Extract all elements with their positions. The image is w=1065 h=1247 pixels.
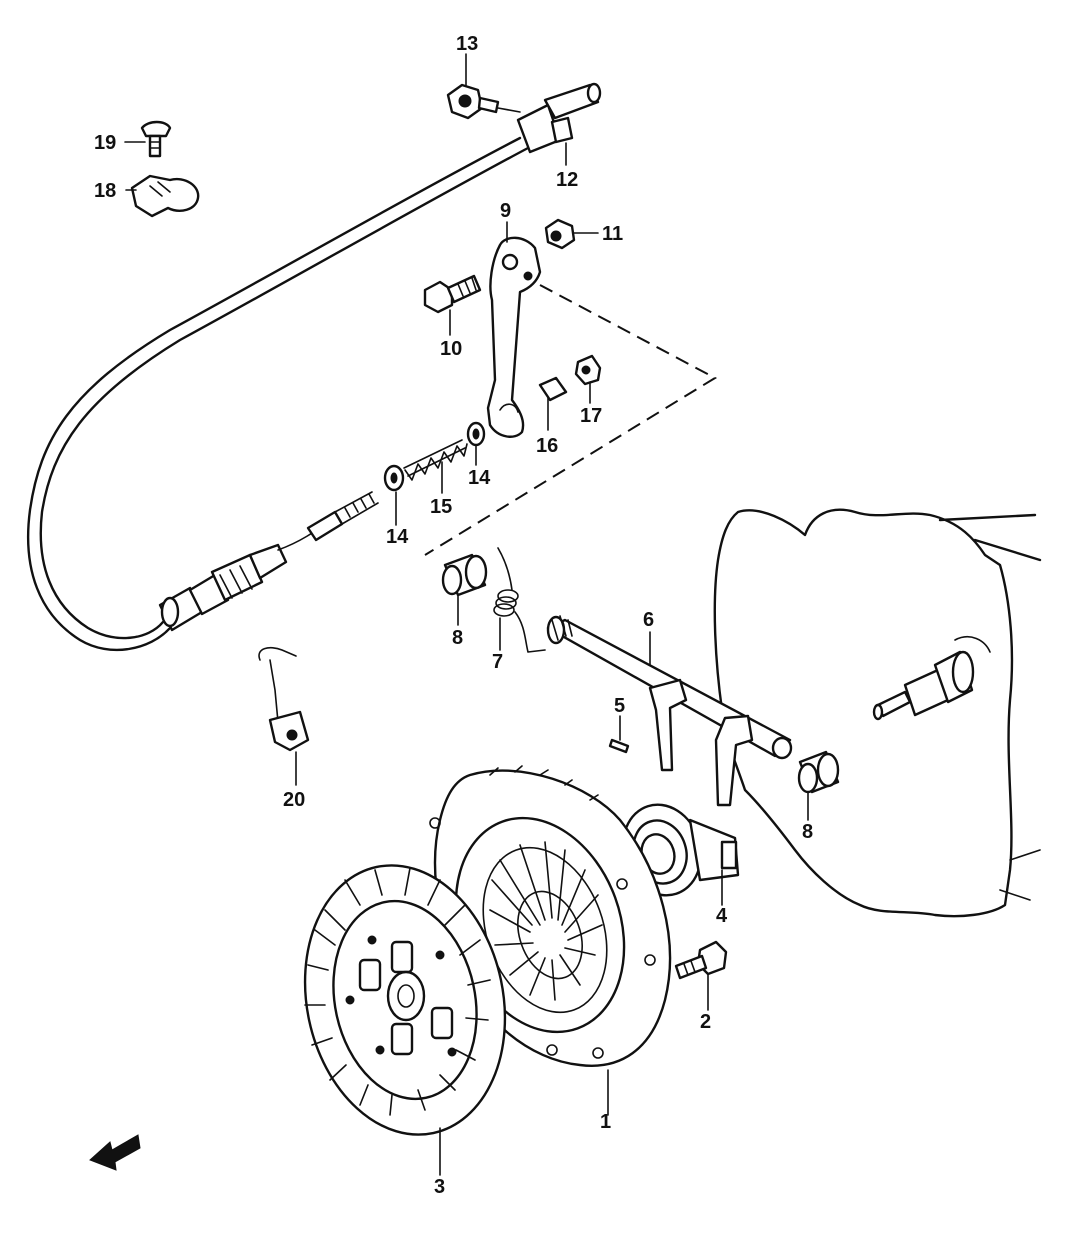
part-20-bracket [258,646,310,752]
part-15-spring [403,439,468,481]
callout-15: 15 [430,496,452,518]
part-14-washer-lower [383,464,405,492]
callout-14-upper: 14 [468,467,491,489]
input-shaft [872,650,975,721]
callout-14-lower: 14 [386,526,409,548]
callout-18: 18 [94,180,116,202]
part-6-fork-shaft [546,615,793,807]
callout-13: 13 [456,33,478,55]
callout-numbers: 1 2 3 4 5 6 7 8 8 9 10 11 12 13 14 14 15… [94,33,813,1198]
callout-19: 19 [94,132,116,154]
callout-10: 10 [440,338,462,360]
callout-5: 5 [614,695,625,717]
reference-dashed-lines [424,284,718,556]
callout-12: 12 [556,169,578,191]
part-7-return-spring [493,547,546,653]
part-16-bush [538,376,568,402]
part-19-bolt [140,120,172,158]
part-11-nut [544,218,576,250]
part-8-bushing-upper [441,553,488,597]
part-18-clip [130,174,200,218]
front-arrow-icon [89,1134,141,1171]
part-2-bolt [674,940,728,980]
callout-20: 20 [283,789,305,811]
callout-9: 9 [500,200,511,222]
part-14-washer-upper [466,421,486,447]
part-17-bush [574,354,602,386]
clutch-cable [26,82,602,652]
part-3-clutch-disc [303,864,507,1136]
callout-2: 2 [700,1011,711,1033]
part-8-bushing-right [797,750,840,794]
callout-16: 16 [536,435,558,457]
callout-11: 11 [602,223,623,245]
part-13-nut [446,83,521,120]
callout-3: 3 [434,1176,445,1198]
part-10-bolt [423,274,482,314]
callout-8-upper: 8 [452,627,463,649]
callout-6: 6 [643,609,654,631]
callout-7: 7 [492,651,503,673]
callout-4: 4 [716,905,728,927]
callout-8-right: 8 [802,821,813,843]
part-9-release-lever [486,236,542,438]
leader-lines [124,53,809,1176]
callout-17: 17 [580,405,602,427]
part-5-pin [608,738,630,754]
callout-1: 1 [600,1111,611,1133]
